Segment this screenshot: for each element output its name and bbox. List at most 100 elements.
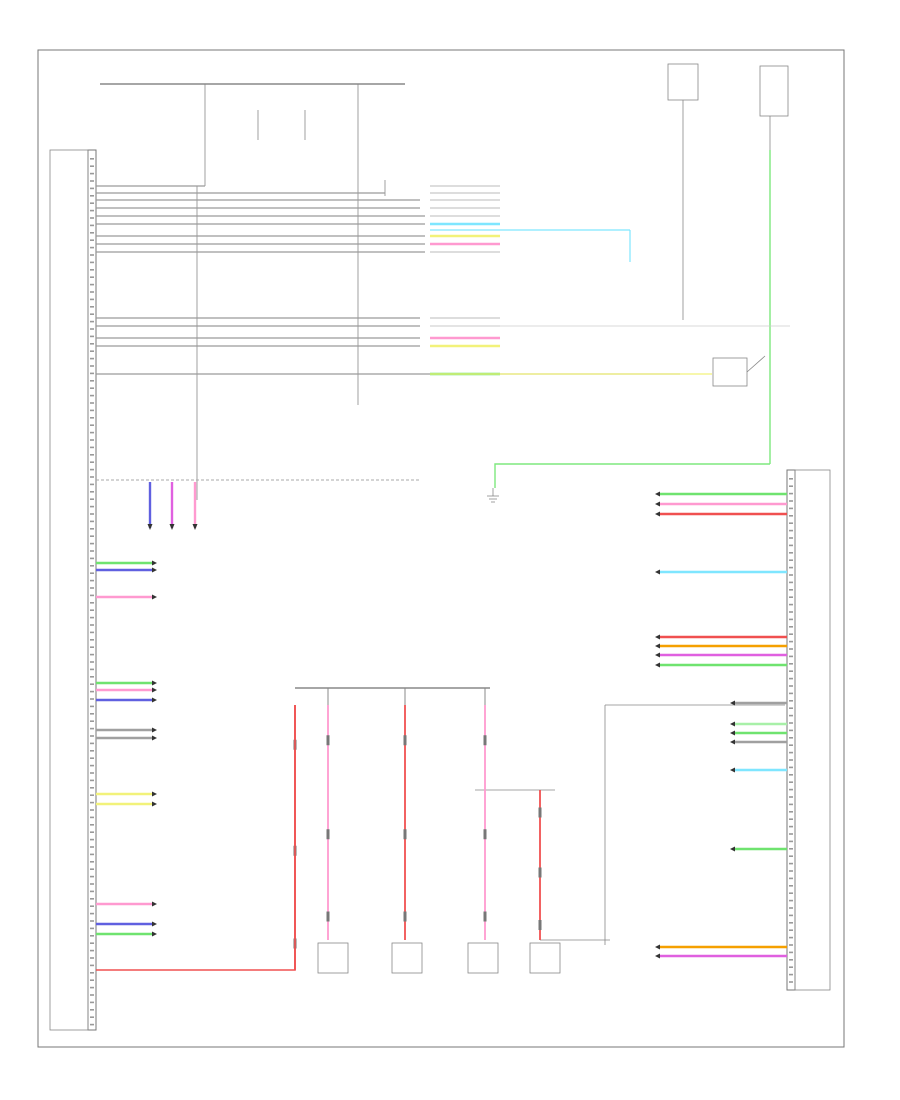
connector-pin: [90, 676, 94, 678]
connector-pin: [789, 670, 793, 672]
connector-pin: [90, 653, 94, 656]
connector-pin: [789, 855, 793, 857]
connector-pin: [90, 409, 94, 412]
connector-pin: [90, 616, 94, 619]
splice-mark: [483, 911, 487, 922]
connector-pin: [789, 729, 793, 732]
connector-pin: [90, 498, 94, 500]
wire-arrow: [730, 700, 735, 706]
wire-arrow: [152, 921, 157, 927]
connector-pin: [90, 232, 94, 234]
connector-pin: [90, 417, 94, 419]
splice-mark: [326, 911, 330, 922]
connector-pin: [789, 833, 793, 835]
connector-pin: [789, 788, 793, 791]
connector-pin: [90, 668, 94, 671]
top-right-components: [494, 63, 789, 488]
bottom-modules: [317, 942, 561, 974]
connector-pin: [90, 380, 94, 382]
connector-pin: [90, 217, 94, 219]
wire-arrow: [655, 569, 660, 575]
connector-pin: [789, 899, 793, 902]
main-ecu: [49, 149, 97, 1031]
connector-pin: [90, 883, 94, 885]
connector-pin: [90, 298, 94, 301]
connector-pin: [90, 476, 94, 478]
connector-pin: [90, 187, 94, 190]
connector-pin: [789, 537, 793, 539]
connector-pin: [90, 1023, 94, 1026]
connector-pin: [789, 485, 793, 487]
connector-pin: [90, 609, 94, 611]
connector-pin: [789, 774, 793, 776]
connector-pin: [789, 722, 793, 724]
connector-pin: [789, 640, 793, 643]
connector-pin: [90, 957, 94, 959]
connector-pin: [789, 589, 793, 591]
connector-pin: [90, 964, 94, 967]
wire-arrow: [152, 727, 157, 733]
connector-pin: [90, 602, 94, 604]
connector-pin: [90, 690, 94, 693]
connector-pin: [90, 513, 94, 515]
connector-pin: [90, 853, 94, 856]
connector-pin: [90, 787, 94, 789]
wire-red-run: [96, 705, 296, 971]
connector-pin: [789, 944, 793, 946]
connector-pin: [90, 483, 94, 486]
connector-pin: [789, 959, 793, 961]
connector-pin: [789, 922, 793, 924]
right-wire-group: [655, 491, 787, 959]
connector-pin: [90, 594, 94, 597]
connector-pin: [90, 698, 94, 700]
connector-pin: [90, 979, 94, 981]
connector-pin: [789, 929, 793, 931]
connector-pin: [90, 742, 94, 745]
connector-pin: [789, 663, 793, 665]
connector-pin: [789, 892, 793, 894]
connector-pin: [90, 446, 94, 449]
connector-pin: [90, 772, 94, 774]
left-wire-group: [96, 185, 790, 376]
connector-pin: [789, 700, 793, 702]
connector-pin: [90, 898, 94, 900]
bottom-module-1: [317, 942, 349, 974]
connector-pin: [90, 328, 94, 330]
connector-pin: [789, 574, 793, 576]
connector-pin: [90, 868, 94, 870]
connector-pin: [789, 529, 793, 532]
connector-pin: [789, 981, 793, 983]
connector-pin: [789, 611, 793, 613]
connector-pin: [789, 907, 793, 909]
top-power-bus: [100, 83, 405, 500]
connector-pin: [789, 840, 793, 843]
connector-pin: [789, 811, 793, 813]
connector-pin: [789, 914, 793, 917]
connector-pin: [789, 870, 793, 872]
connector-pin: [90, 838, 94, 841]
wire-arrow: [655, 643, 660, 649]
connector-pin: [90, 180, 94, 182]
connector-pin: [90, 942, 94, 944]
connector-pin: [90, 365, 94, 367]
connector-pin: [90, 402, 94, 404]
connector-pin: [90, 372, 94, 375]
connector-pin: [90, 801, 94, 804]
right-ecu: [786, 469, 831, 991]
connector-pin: [90, 394, 94, 397]
connector-pin: [90, 875, 94, 878]
connector-pin: [90, 720, 94, 722]
connector-pin: [789, 655, 793, 658]
connector-pin: [789, 766, 793, 769]
connector-pin: [90, 779, 94, 782]
connector-pin: [90, 158, 94, 160]
connector-pin: [90, 572, 94, 574]
wire-arrow: [152, 735, 157, 741]
wire-arrow: [730, 739, 735, 745]
vertical-plugs: [147, 482, 198, 530]
wire-arrow: [152, 567, 157, 573]
connector-pin: [789, 966, 793, 968]
connector-pin: [90, 631, 94, 634]
connector-pin: [90, 306, 94, 308]
connector-pin: [789, 803, 793, 806]
